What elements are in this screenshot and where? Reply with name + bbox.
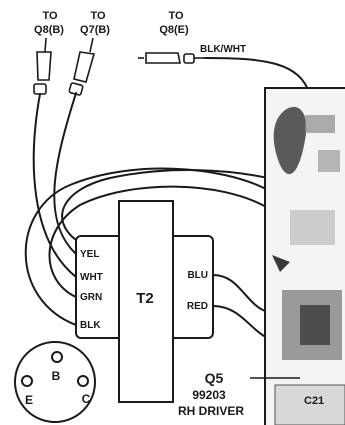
callout-q5-ref: Q5 [205,370,224,386]
transformer-label: T2 [136,290,154,307]
pin-b-label: B [52,369,61,383]
callout-q5-description: RH DRIVER [178,404,244,418]
target-q7b-to: TO [90,10,106,22]
connector-q8b [33,37,52,95]
wire-blu [212,274,269,313]
connector-q8e [138,52,205,64]
board-pad [272,255,290,272]
board-component [290,210,335,245]
board-capacitor-area [274,384,345,425]
wire-blk-wht-label: BLK/WHT [200,44,246,55]
lead-grn-label: GRN [80,292,102,303]
pin-e-label: E [25,393,33,407]
wire-yel [53,92,77,255]
lead-wht-label: WHT [80,272,103,283]
target-q8b-to: TO [42,10,58,22]
lead-red-label: RED [187,301,208,312]
circuit-board: C21 [264,87,345,425]
target-q8e-label: Q8(E) [159,24,189,36]
target-q8b-label: Q8(B) [34,24,64,36]
board-component [300,305,330,345]
wire-blk [24,167,269,326]
wire-harness [61,169,269,241]
pin-b-hole [51,351,63,363]
wires [24,57,311,339]
pin-c-label: C [82,392,91,406]
board-heatsink-blob [273,106,307,175]
transformer-core [118,200,174,403]
target-q8e-to: TO [168,10,184,22]
wire-red [212,305,269,339]
board-component [318,150,340,172]
pin-e-hole [21,375,33,387]
board-component [305,115,335,133]
target-q7b-label: Q7(B) [80,24,110,36]
wire-blk-wht [204,57,311,96]
connector-q7b [68,37,96,96]
lead-yel-label: YEL [80,249,99,260]
pin-c-hole [77,375,89,387]
wire-wht [32,93,77,278]
lead-blk-label: BLK [80,320,101,331]
wire-grn [48,185,269,298]
callout-q5-number: 99203 [192,388,226,402]
transistor-pinout: B E C [14,341,96,423]
board-label-c21: C21 [304,395,324,407]
lead-blu-label: BLU [187,270,208,281]
